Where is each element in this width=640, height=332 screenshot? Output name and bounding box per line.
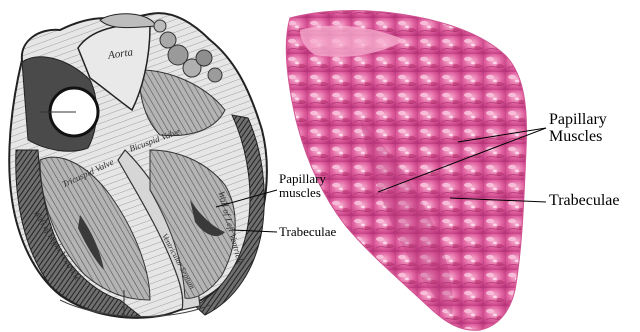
right-papillary-line1: Papillary — [549, 112, 607, 129]
right-papillary-muscles-callout: Papillary Muscles — [549, 112, 607, 146]
papillary-muscles-callout: Papillary muscles — [279, 172, 359, 199]
right-papillary-line2: Muscles — [549, 129, 607, 146]
right-trabeculae-callout: Trabeculae — [549, 193, 620, 210]
trabeculae-callout: Trabeculae — [279, 225, 336, 239]
papillary-muscles-text: Papillary muscles — [279, 171, 326, 200]
